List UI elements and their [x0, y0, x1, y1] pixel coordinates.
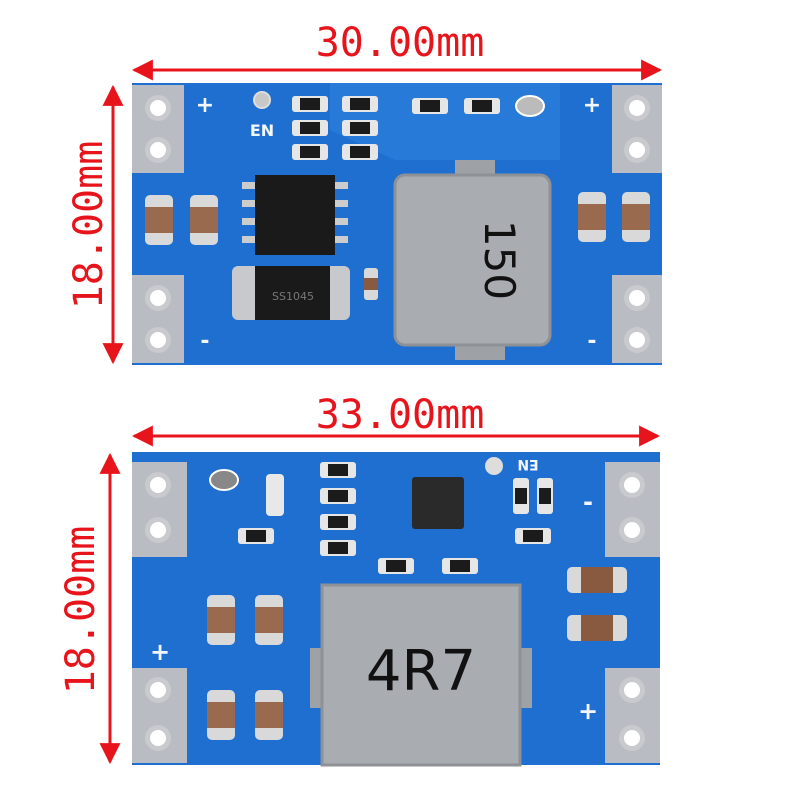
diode [255, 266, 330, 320]
plus-label: + [196, 93, 214, 118]
enable-label: EN [517, 456, 538, 472]
ic-chip [255, 175, 335, 255]
diode-marking: SS1045 [272, 290, 314, 303]
inductor-marking: 150 [475, 220, 524, 300]
minus-label: - [200, 329, 209, 354]
inductor [393, 173, 552, 347]
plus-label: + [150, 638, 170, 666]
qfn-chip [412, 477, 464, 529]
inductor [320, 583, 522, 767]
inductor-marking: 4R7 [366, 639, 476, 704]
minus-label: - [587, 329, 596, 354]
plus-label: + [583, 93, 601, 118]
minus-label: - [583, 488, 593, 516]
width-dimension-label: 33.00mm [316, 392, 485, 438]
height-dimension-label: 18.00mm [58, 526, 104, 695]
enable-label: EN [250, 121, 274, 140]
top-board: SS1045 EN + + - - 150 [132, 83, 662, 365]
plus-label: + [578, 698, 598, 726]
height-dimension-label: 18.00mm [66, 141, 112, 310]
bottom-board: EN + - + 4R7 [132, 452, 660, 767]
width-dimension-label: 30.00mm [316, 20, 485, 66]
